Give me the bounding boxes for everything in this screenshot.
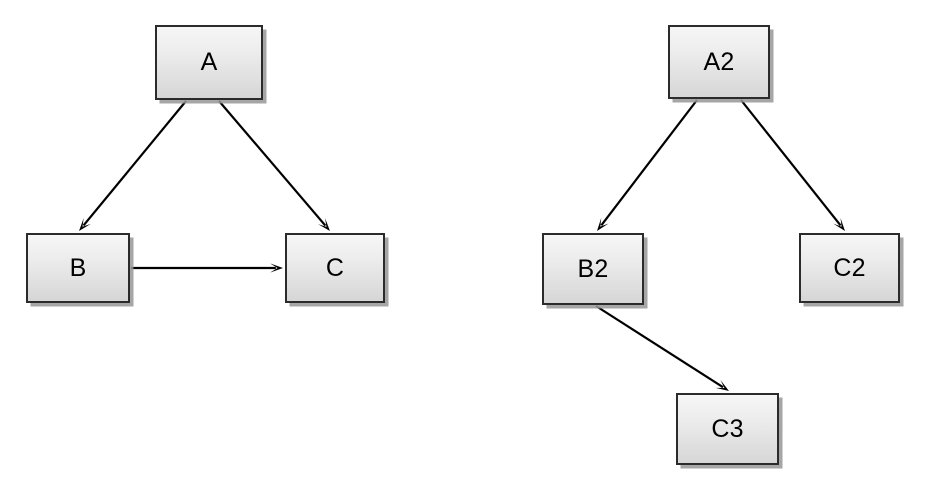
node-b2[interactable]: B2 xyxy=(542,233,644,305)
node-b[interactable]: B xyxy=(26,233,130,303)
node-a2[interactable]: A2 xyxy=(668,25,770,99)
node-c[interactable]: C xyxy=(285,233,385,303)
node-label: C3 xyxy=(711,414,744,443)
node-label: A xyxy=(200,48,218,76)
edge-a-c xyxy=(218,100,330,231)
arrowhead-icon xyxy=(833,217,845,231)
edge-a-b xyxy=(79,100,187,231)
edge-a2-c2 xyxy=(740,99,845,231)
arrowhead-icon xyxy=(597,217,609,231)
arrowhead-icon xyxy=(270,263,283,273)
edge-line xyxy=(595,305,724,389)
edge-line xyxy=(82,100,187,227)
arrowhead-icon xyxy=(79,218,91,231)
node-c3[interactable]: C3 xyxy=(676,393,779,465)
node-c2[interactable]: C2 xyxy=(799,233,900,303)
edge-b2-c3 xyxy=(595,305,729,391)
node-label: A2 xyxy=(703,47,735,76)
node-a[interactable]: A xyxy=(155,25,263,100)
edge-line xyxy=(740,99,842,227)
node-label: B2 xyxy=(577,254,609,283)
edge-a2-b2 xyxy=(597,99,698,231)
edge-line xyxy=(600,99,698,226)
node-label: C xyxy=(325,253,345,282)
arrowhead-icon xyxy=(318,218,330,231)
edge-line xyxy=(218,100,327,227)
node-label: B xyxy=(69,253,87,282)
node-label: C2 xyxy=(833,253,866,282)
edge-b-c xyxy=(131,263,283,273)
arrowhead-icon xyxy=(715,380,729,391)
